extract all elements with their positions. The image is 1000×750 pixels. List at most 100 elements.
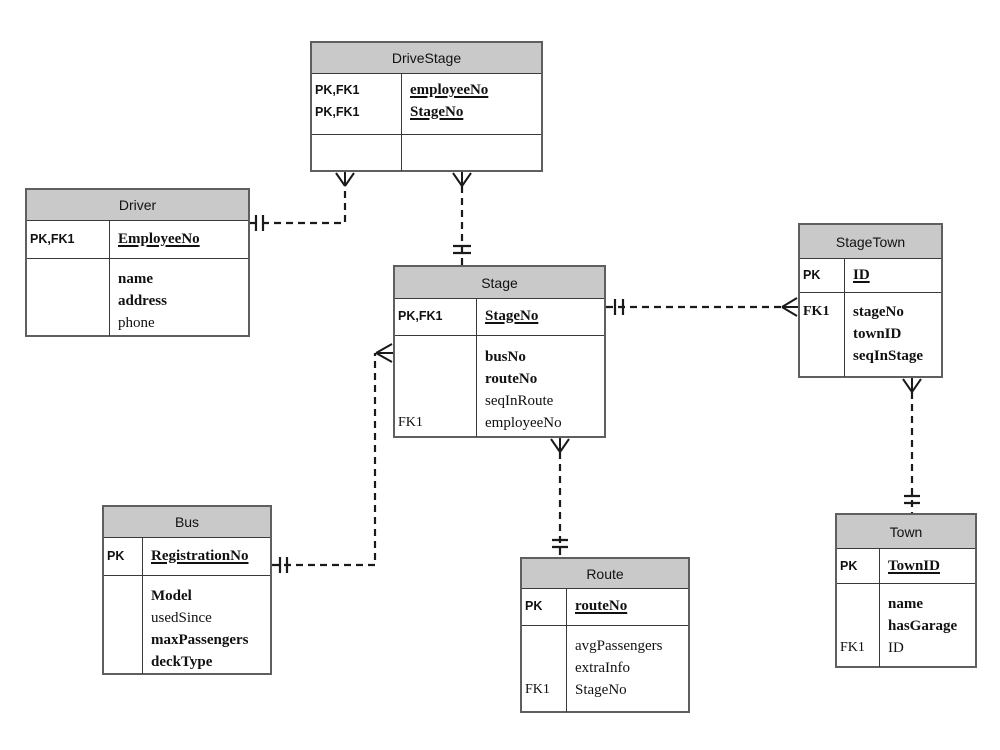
entity-section: PK RegistrationNo xyxy=(104,538,270,575)
key-column: FK1 xyxy=(800,293,845,377)
attribute-column: name address phone xyxy=(110,259,248,336)
attribute-column: ID xyxy=(845,259,941,292)
key-label xyxy=(107,607,142,629)
attribute-label: name xyxy=(118,271,153,287)
attribute-label: employeeNo xyxy=(485,415,562,431)
attribute-label: address xyxy=(118,293,167,309)
attribute-label: ID xyxy=(853,267,870,283)
attribute-label: StageNo xyxy=(410,104,464,120)
attribute-label: usedSince xyxy=(151,610,212,626)
cardinality-one-bars-icon xyxy=(552,538,568,549)
key-label: PK xyxy=(525,599,543,613)
key-label xyxy=(525,635,566,657)
connector-driver-drivestage xyxy=(250,172,355,231)
attribute-label: RegistrationNo xyxy=(151,548,249,564)
cardinality-one-bars-icon xyxy=(453,244,471,255)
key-label xyxy=(803,345,844,367)
attribute-label: routeNo xyxy=(575,598,628,614)
key-column xyxy=(104,576,143,674)
attribute-label: TownID xyxy=(888,558,940,574)
entity-section: name address phone xyxy=(27,258,248,336)
attribute-column xyxy=(402,135,541,171)
key-label xyxy=(107,585,142,607)
key-label xyxy=(30,312,109,334)
attribute-column: TownID xyxy=(880,549,975,583)
attribute-label: phone xyxy=(118,315,155,331)
key-label xyxy=(398,368,476,390)
attribute-label: StageNo xyxy=(575,682,627,698)
cardinality-one-bars-icon xyxy=(613,299,625,315)
key-label: PK xyxy=(107,549,125,563)
attribute-label: townID xyxy=(853,326,902,342)
key-label: FK1 xyxy=(398,415,423,430)
attribute-label: EmployeeNo xyxy=(118,231,200,247)
attribute-label: Model xyxy=(151,588,192,604)
attribute-column: StageNo xyxy=(477,299,604,335)
attribute-column: Model usedSince maxPassengers deckType xyxy=(143,576,270,674)
cardinality-one-bars-icon xyxy=(904,494,920,505)
attribute-label: busNo xyxy=(485,349,526,365)
key-label xyxy=(803,323,844,345)
entity-title: Town xyxy=(837,515,975,549)
entity-title: StageTown xyxy=(800,225,941,259)
key-label xyxy=(107,651,142,673)
entity-title: Route xyxy=(522,559,688,589)
entity-title: Bus xyxy=(104,507,270,538)
key-label: PK,FK1 xyxy=(315,105,360,119)
crow-foot-many-icon xyxy=(902,378,922,393)
attribute-label xyxy=(410,135,541,157)
attribute-label: maxPassengers xyxy=(151,632,249,648)
attribute-label: employeeNo xyxy=(410,82,489,98)
attribute-label: name xyxy=(888,596,923,612)
attribute-label: extraInfo xyxy=(575,660,630,676)
attribute-label: stageNo xyxy=(853,304,904,320)
key-label xyxy=(398,346,476,368)
attribute-label: deckType xyxy=(151,654,213,670)
key-column xyxy=(312,135,402,171)
key-column: PK,FK1 xyxy=(395,299,477,335)
relationship-line xyxy=(250,186,347,225)
key-column: PK xyxy=(800,259,845,292)
attribute-column: routeNo xyxy=(567,589,688,625)
connector-stagetown-town xyxy=(902,378,922,513)
crow-foot-many-icon xyxy=(550,438,570,453)
attribute-label: hasGarage xyxy=(888,618,958,634)
key-column: FK1 xyxy=(837,584,880,667)
key-column: PK,FK1 xyxy=(27,221,110,258)
key-label: FK1 xyxy=(840,640,865,655)
entity-section: PK ID xyxy=(800,259,941,292)
key-column xyxy=(27,259,110,336)
entity-title: DriveStage xyxy=(312,43,541,74)
key-label: FK1 xyxy=(525,682,550,697)
entity-section: PK TownID xyxy=(837,549,975,583)
entity-section: PK routeNo xyxy=(522,589,688,625)
attribute-column: RegistrationNo xyxy=(143,538,270,575)
crow-foot-many-icon xyxy=(375,343,393,363)
connector-stage-stagetown xyxy=(606,297,798,317)
key-label xyxy=(840,593,879,615)
connector-bus-stage xyxy=(272,343,393,573)
connector-stage-route xyxy=(550,438,570,557)
entity-section: PK,FK1 EmployeeNo xyxy=(27,221,248,258)
key-label xyxy=(315,135,401,157)
attribute-label: ID xyxy=(888,640,904,656)
key-column: PK xyxy=(837,549,880,583)
key-column: PK xyxy=(104,538,143,575)
